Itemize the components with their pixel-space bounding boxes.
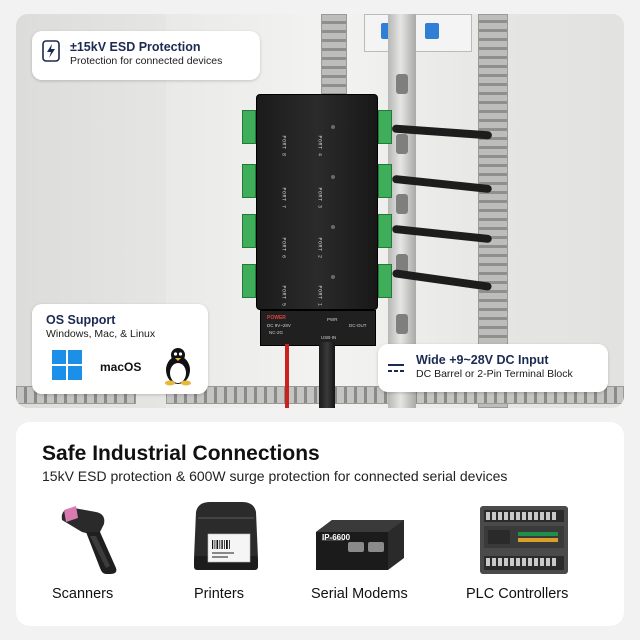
power-pins: NC-2G	[269, 330, 284, 335]
terminal-block	[378, 110, 392, 144]
lightning-shield-icon	[42, 40, 60, 62]
section-headline: Safe Industrial Connections	[42, 442, 320, 465]
label-printer-icon	[194, 502, 258, 570]
terminal-block	[242, 264, 256, 298]
circuit-breaker	[364, 14, 472, 52]
dc-title: Wide +9~28V DC Input	[416, 353, 549, 367]
device-power-section: POWER DC 9V~28V NC-2G PWR USB-IN DC-OUT	[260, 310, 376, 346]
dc-subtitle: DC Barrel or 2-Pin Terminal Block	[416, 368, 573, 380]
rail-slot	[396, 314, 408, 334]
power-wire	[285, 344, 289, 408]
port-label: PORT 6	[280, 237, 287, 259]
terminal-block	[242, 164, 256, 198]
terminal-block	[378, 264, 392, 298]
macos-label: macOS	[100, 360, 142, 374]
device-label-plc-controllers: PLC Controllers	[466, 586, 569, 602]
breaker-switch	[425, 23, 439, 39]
port-label: PORT 1	[316, 285, 323, 307]
terminal-block	[242, 214, 256, 248]
barcode-scanner-icon	[61, 506, 117, 574]
dc-out-label: DC-OUT	[349, 323, 367, 328]
port-label: PORT 5	[280, 285, 287, 307]
os-title: OS Support	[46, 313, 116, 327]
terminal-block	[378, 164, 392, 198]
rail-slot	[396, 254, 408, 274]
dc-symbol-icon	[388, 364, 404, 372]
device-label-scanners: Scanners	[52, 586, 114, 602]
terminal-block	[242, 110, 256, 144]
status-led	[331, 125, 335, 129]
esd-title: ±15kV ESD Protection	[70, 40, 201, 54]
status-led	[331, 275, 335, 279]
status-led	[331, 175, 335, 179]
device-label-serial-modems: Serial Modems	[311, 586, 408, 602]
power-spec: DC 9V~28V	[267, 323, 291, 328]
port-label: PORT 7	[280, 187, 287, 209]
pwr-label: PWR	[327, 317, 338, 322]
os-subtitle: Windows, Mac, & Linux	[46, 328, 156, 340]
rail-slot	[396, 134, 408, 154]
linux-tux-icon	[165, 348, 191, 386]
os-support-callout: OS Support Windows, Mac, & Linux macOS	[32, 304, 208, 394]
rail-slot	[396, 194, 408, 214]
status-led	[331, 225, 335, 229]
port-label: PORT 3	[316, 187, 323, 209]
esd-callout: ±15kV ESD Protection Protection for conn…	[32, 31, 260, 80]
port-label: PORT 8	[280, 135, 287, 157]
usb-label: USB-IN	[321, 335, 337, 340]
cable-duct	[478, 14, 508, 408]
rail-slot	[396, 74, 408, 94]
esd-subtitle: Protection for connected devices	[70, 55, 223, 67]
cable-duct	[321, 14, 347, 94]
serial-hub-device: PORT 4 PORT 3 PORT 2 PORT 1 PORT 8 PORT …	[256, 94, 378, 310]
port-label: PORT 2	[316, 237, 323, 259]
usb-cable	[319, 342, 335, 408]
serial-modem-icon: IP-6600	[314, 506, 406, 572]
port-label: PORT 4	[316, 135, 323, 157]
section-subline: 15kV ESD protection & 600W surge protect…	[42, 468, 508, 484]
terminal-block	[378, 214, 392, 248]
dc-input-callout: Wide +9~28V DC Input DC Barrel or 2-Pin …	[378, 344, 608, 392]
device-label-printers: Printers	[194, 586, 244, 602]
power-label: POWER	[267, 315, 286, 321]
modem-badge: IP-6600	[322, 533, 351, 542]
plc-controller-icon	[480, 506, 568, 574]
windows-icon	[52, 350, 82, 380]
